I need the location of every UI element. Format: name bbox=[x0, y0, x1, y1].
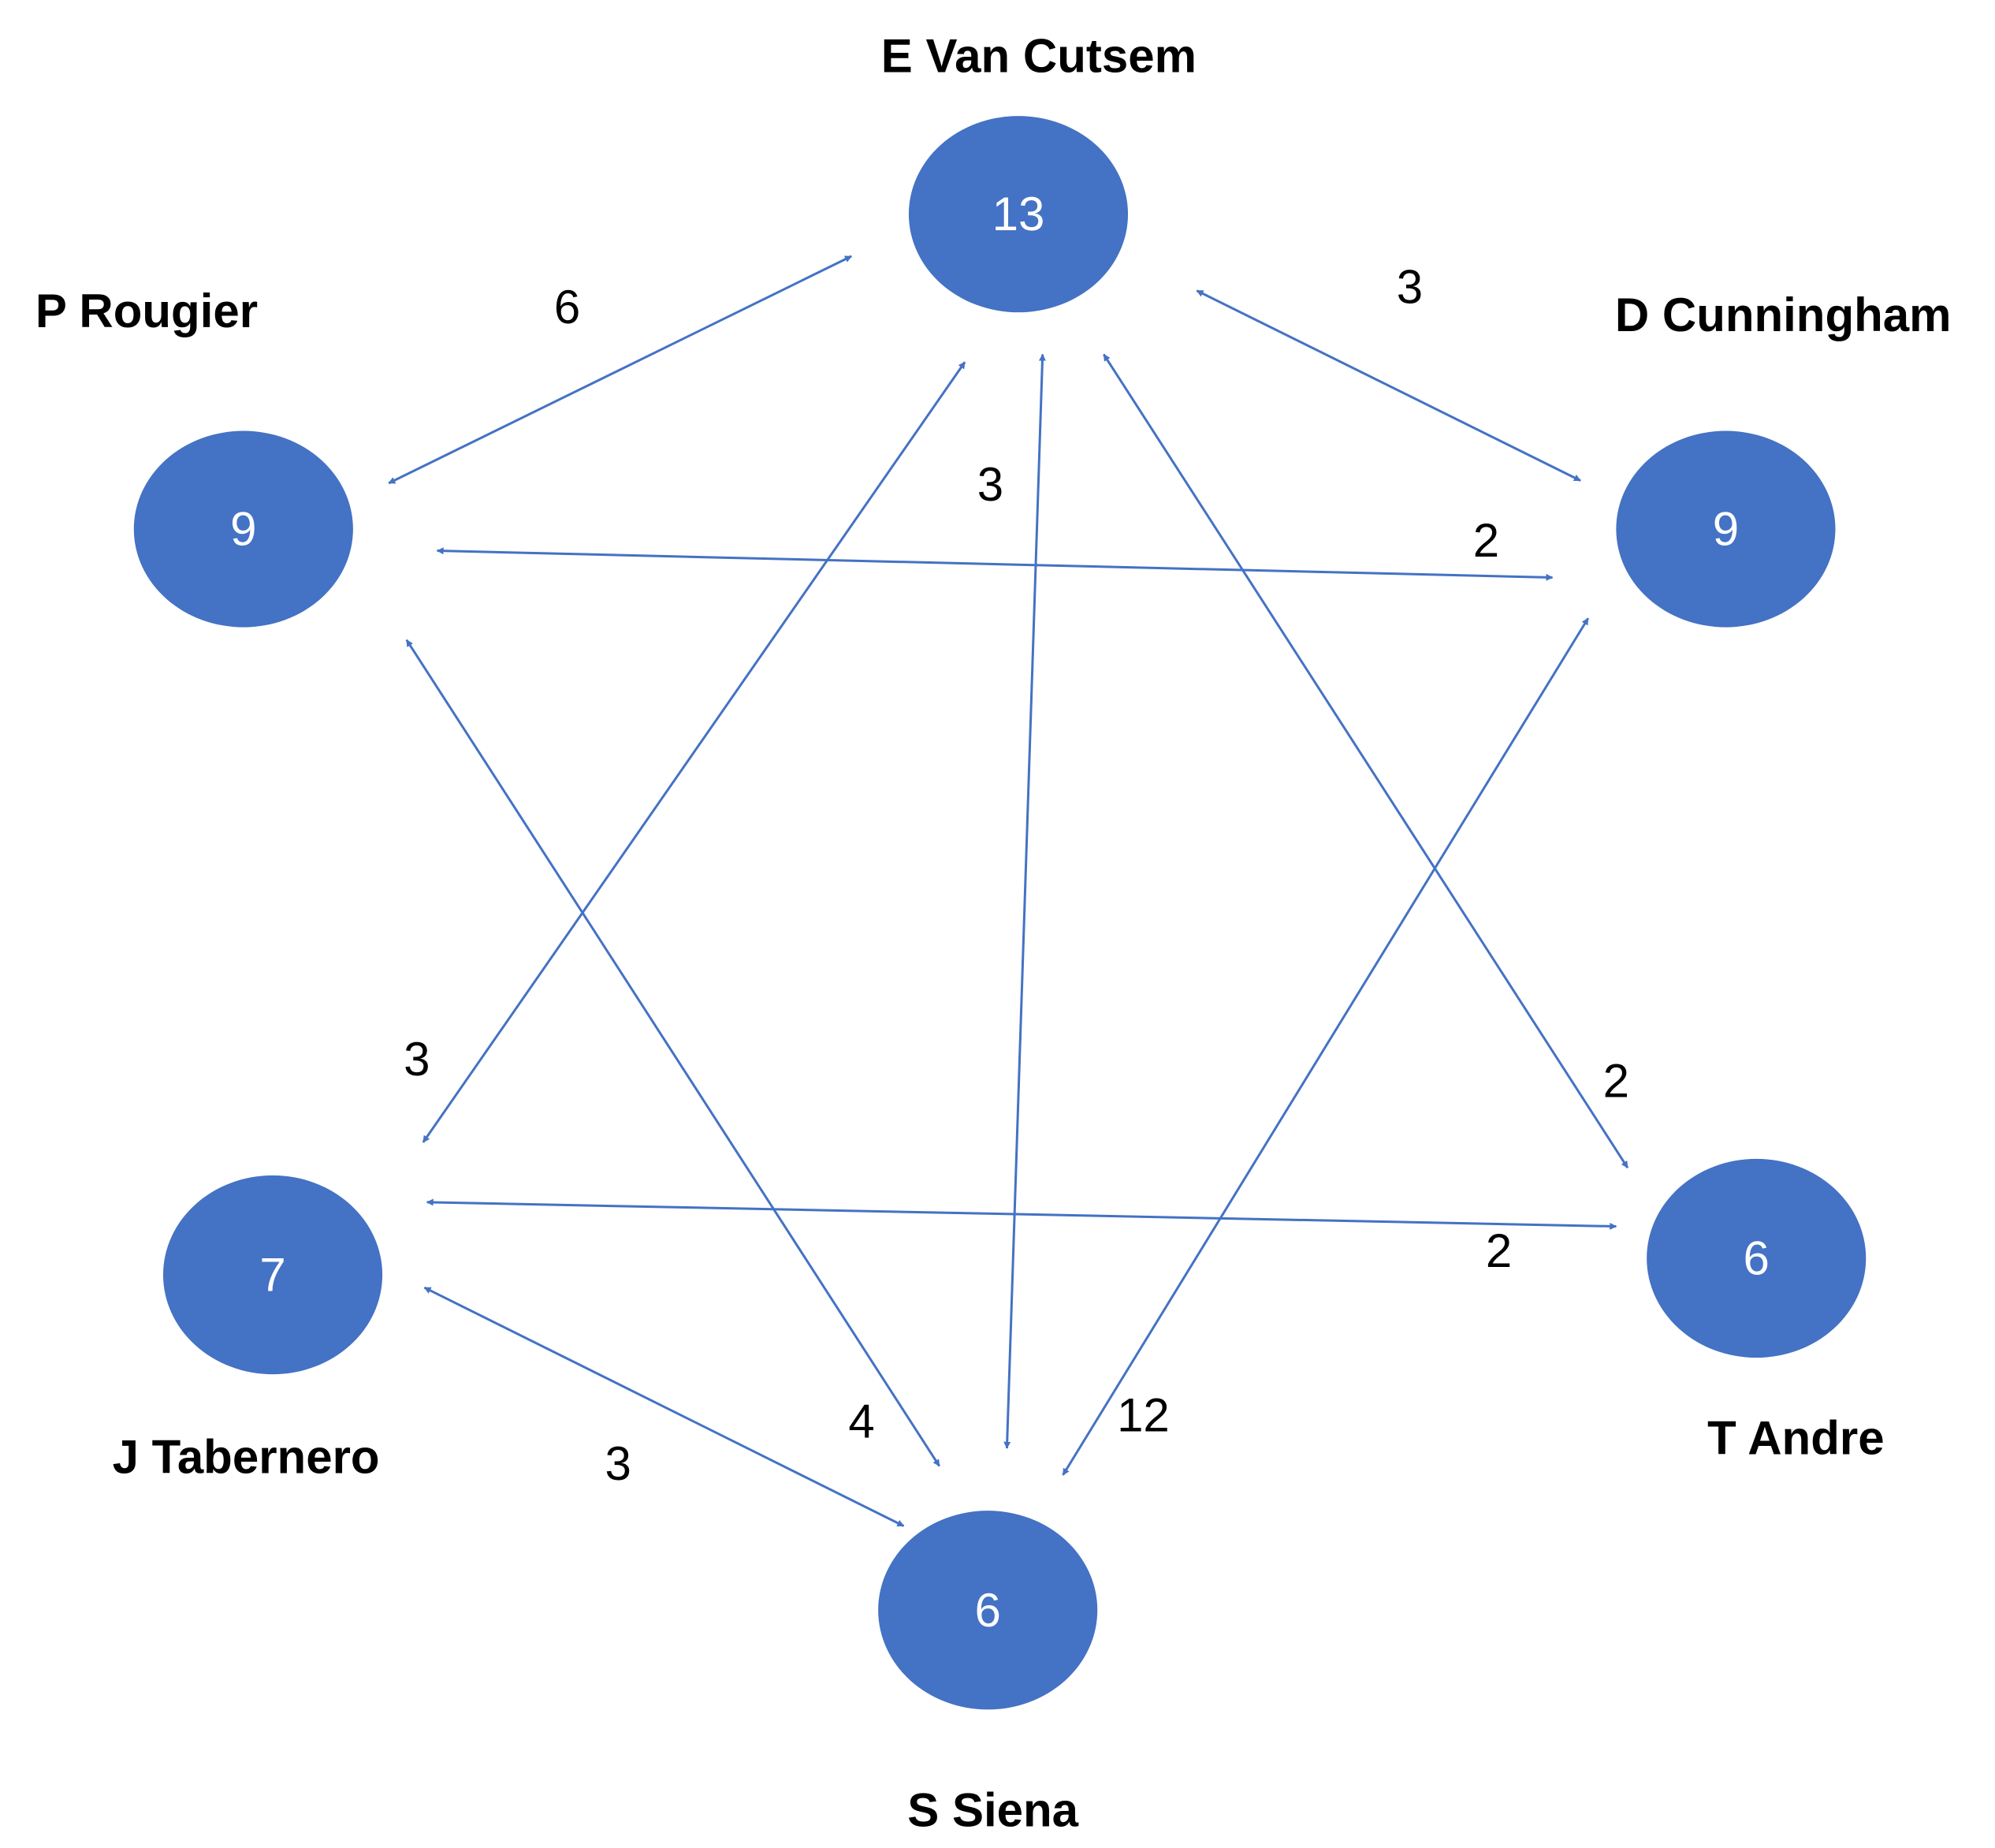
edge-vancutsem-cunningham bbox=[1196, 289, 1581, 482]
node-name-vancutsem: E Van Cutsem bbox=[881, 30, 1197, 83]
node-value-tabernero: 7 bbox=[259, 1249, 285, 1302]
node-name-siena: S Siena bbox=[907, 1784, 1078, 1837]
node-name-tabernero: J Tabernero bbox=[113, 1431, 380, 1484]
edge-weight-rougier-siena: 4 bbox=[848, 1395, 874, 1447]
node-cunningham bbox=[1616, 430, 1836, 628]
edge-weight-andre-vancutsem: 2 bbox=[1603, 1055, 1629, 1108]
node-value-cunningham: 9 bbox=[1713, 503, 1739, 556]
nodes: 13 E Van Cutsem 9 P Rougier 9 D Cunningham 7 J … bbox=[35, 30, 1952, 1837]
edge-weight-rougier-vancutsem: 6 bbox=[554, 281, 580, 333]
edges: 6 3 3 3 2 2 4 12 2 3 bbox=[388, 255, 1629, 1527]
edge-weight-rougier-cunningham: 2 bbox=[1473, 514, 1499, 567]
edge-weight-vancutsem-cunningham: 3 bbox=[1397, 260, 1423, 313]
node-tabernero bbox=[162, 1175, 383, 1375]
edge-weight-tabernero-vancutsem: 3 bbox=[404, 1033, 430, 1086]
node-value-vancutsem: 13 bbox=[992, 188, 1045, 240]
edge-tabernero-siena bbox=[423, 1286, 905, 1527]
edge-siena-cunningham bbox=[1062, 617, 1590, 1476]
node-vancutsem bbox=[908, 116, 1129, 313]
edge-tabernero-andre bbox=[426, 1198, 1617, 1230]
node-name-andre: T Andre bbox=[1707, 1411, 1884, 1464]
node-name-cunningham: D Cunningham bbox=[1615, 289, 1952, 341]
edge-tabernero-vancutsem bbox=[422, 361, 966, 1143]
edge-rougier-vancutsem bbox=[388, 255, 852, 485]
edge-rougier-cunningham bbox=[436, 547, 1554, 581]
node-andre bbox=[1647, 1158, 1867, 1358]
edge-weight-siena-vancutsem: 3 bbox=[977, 458, 1003, 511]
node-name-rougier: P Rougier bbox=[35, 285, 258, 337]
edge-weight-siena-cunningham: 12 bbox=[1117, 1388, 1170, 1441]
edge-andre-vancutsem bbox=[1103, 353, 1629, 1168]
edge-weight-tabernero-siena: 3 bbox=[605, 1437, 631, 1490]
node-value-andre: 6 bbox=[1744, 1231, 1770, 1284]
node-value-siena: 6 bbox=[974, 1584, 1000, 1637]
node-siena bbox=[878, 1511, 1098, 1710]
edge-siena-vancutsem bbox=[1003, 353, 1046, 1449]
node-value-rougier: 9 bbox=[230, 503, 256, 556]
node-rougier bbox=[133, 430, 353, 628]
edge-weight-tabernero-andre: 2 bbox=[1486, 1224, 1512, 1277]
